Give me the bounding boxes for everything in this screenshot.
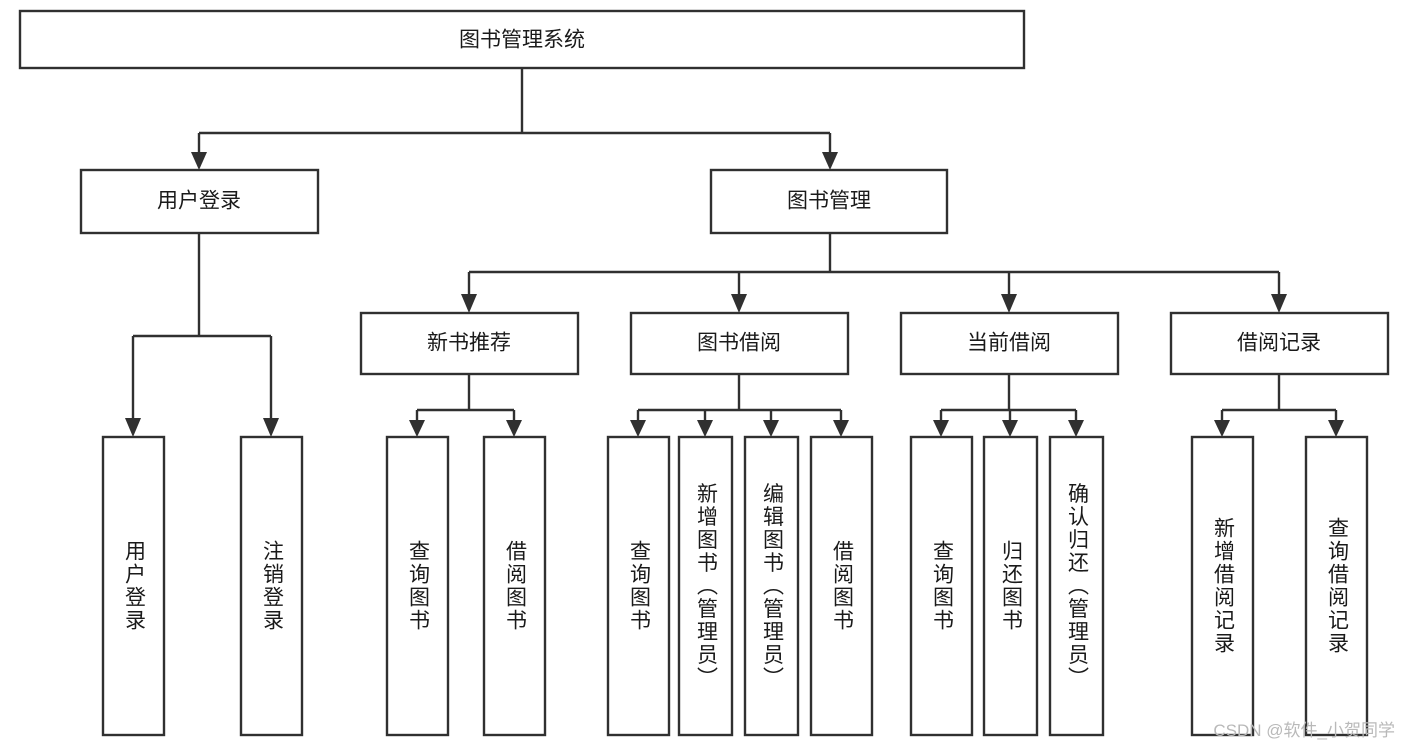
arrowhead-leaf-1 <box>125 418 141 437</box>
arrowhead-borrow-book <box>731 294 747 313</box>
node-new-book-recommend-label: 新书推荐 <box>427 332 511 355</box>
leaf-node-borrow-book-recommend-label: 借阅图书 <box>503 540 527 632</box>
node-borrow-record[interactable]: 借阅记录 <box>1169 311 1390 376</box>
node-new-book-recommend-box[interactable] <box>359 311 580 376</box>
arrowhead-new-book <box>461 294 477 313</box>
arrowhead-leaf-13 <box>1328 420 1344 437</box>
leaf-node-query-book-borrow-box[interactable] <box>606 435 671 737</box>
node-user-login-box[interactable] <box>79 168 320 235</box>
leaf-node-edit-book-admin[interactable]: 编辑图书（管理员） <box>743 435 800 737</box>
leaf-node-query-book-current-box[interactable] <box>909 435 974 737</box>
leaf-node-borrow-book[interactable]: 借阅图书 <box>809 435 874 737</box>
leaf-node-add-book-admin-box[interactable] <box>677 435 734 737</box>
leaf-node-query-borrow-record-box[interactable] <box>1304 435 1369 737</box>
arrowhead-leaf-4 <box>506 420 522 437</box>
node-book-management[interactable]: 图书管理 <box>709 168 949 235</box>
arrowhead-leaf-6 <box>697 420 713 437</box>
leaf-node-add-book-admin-label: 新增图书（管理员） <box>694 483 718 690</box>
leaf-node-user-login[interactable]: 用户登录 <box>101 435 166 737</box>
arrowhead-current-borrow <box>1001 294 1017 313</box>
arrowhead-leaf-11 <box>1068 420 1084 437</box>
node-book-management-box[interactable] <box>709 168 949 235</box>
leaf-node-return-book-box[interactable] <box>982 435 1039 737</box>
arrowhead-book-mgmt <box>822 152 838 170</box>
node-current-borrow[interactable]: 当前借阅 <box>899 311 1120 376</box>
leaf-node-borrow-book-label: 借阅图书 <box>830 540 854 632</box>
node-new-book-recommend[interactable]: 新书推荐 <box>359 311 580 376</box>
arrowhead-leaf-10 <box>1002 420 1018 437</box>
leaf-node-query-borrow-record-label: 查询借阅记录 <box>1325 517 1349 655</box>
leaf-node-add-borrow-record-label: 新增借阅记录 <box>1211 517 1235 655</box>
node-user-login[interactable]: 用户登录 <box>79 168 320 235</box>
watermark: CSDN @软件_小贺同学 <box>1213 721 1395 740</box>
leaf-node-query-book-current[interactable]: 查询图书 <box>909 435 974 737</box>
leaf-node-borrow-book-recommend[interactable]: 借阅图书 <box>482 435 547 737</box>
arrowhead-user-login <box>191 152 207 170</box>
leaf-node-return-book-label: 归还图书 <box>999 540 1023 632</box>
leaf-node-return-book[interactable]: 归还图书 <box>982 435 1039 737</box>
node-book-management-label: 图书管理 <box>787 190 871 213</box>
connectors-root-to-level2 <box>191 68 838 170</box>
leaf-node-logout-label: 注销登录 <box>260 540 284 632</box>
node-user-login-label: 用户登录 <box>157 190 241 213</box>
node-book-borrow[interactable]: 图书借阅 <box>629 311 850 376</box>
leaf-node-confirm-return-admin-box[interactable] <box>1048 435 1105 737</box>
connectors-borrowbook-to-leaves <box>630 374 849 437</box>
node-current-borrow-label: 当前借阅 <box>967 332 1051 355</box>
arrowhead-leaf-7 <box>763 420 779 437</box>
node-borrow-record-label: 借阅记录 <box>1237 332 1321 355</box>
node-root[interactable]: 图书管理系统 <box>18 9 1026 70</box>
leaf-node-edit-book-admin-label: 编辑图书（管理员） <box>760 483 784 690</box>
arrowhead-leaf-9 <box>933 420 949 437</box>
leaf-node-add-borrow-record-box[interactable] <box>1190 435 1255 737</box>
leaf-node-add-borrow-record[interactable]: 新增借阅记录 <box>1190 435 1255 737</box>
connectors-borrowrecord-to-leaves <box>1214 374 1344 437</box>
leaf-node-query-borrow-record[interactable]: 查询借阅记录 <box>1304 435 1369 737</box>
leaf-node-query-book-borrow[interactable]: 查询图书 <box>606 435 671 737</box>
leaf-node-borrow-book-recommend-box[interactable] <box>482 435 547 737</box>
node-root-box[interactable] <box>18 9 1026 70</box>
arrowhead-leaf-5 <box>630 420 646 437</box>
arrowhead-leaf-8 <box>833 420 849 437</box>
arrowhead-leaf-12 <box>1214 420 1230 437</box>
connectors-userlogin-to-leaves <box>125 233 279 437</box>
leaf-node-confirm-return-admin-label: 确认归还（管理员） <box>1065 483 1089 690</box>
connectors-bookmgmt-to-level3 <box>461 233 1287 313</box>
arrowhead-leaf-3 <box>409 420 425 437</box>
arrowhead-leaf-2 <box>263 418 279 437</box>
node-borrow-record-box[interactable] <box>1169 311 1390 376</box>
connectors-newbook-to-leaves <box>409 374 522 437</box>
node-root-label: 图书管理系统 <box>459 29 585 52</box>
leaf-node-borrow-book-box[interactable] <box>809 435 874 737</box>
node-book-borrow-label: 图书借阅 <box>697 332 781 355</box>
arrowhead-borrow-record <box>1271 294 1287 313</box>
leaf-node-query-book-current-label: 查询图书 <box>930 540 954 632</box>
leaf-node-add-book-admin[interactable]: 新增图书（管理员） <box>677 435 734 737</box>
leaf-node-logout-box[interactable] <box>239 435 304 737</box>
leaf-node-query-book-recommend-label: 查询图书 <box>406 540 430 632</box>
connectors-currentborrow-to-leaves <box>933 374 1084 437</box>
leaf-node-confirm-return-admin[interactable]: 确认归还（管理员） <box>1048 435 1105 737</box>
leaf-node-user-login-label: 用户登录 <box>122 540 146 632</box>
leaf-node-query-book-recommend[interactable]: 查询图书 <box>385 435 450 737</box>
node-current-borrow-box[interactable] <box>899 311 1120 376</box>
leaf-node-edit-book-admin-box[interactable] <box>743 435 800 737</box>
leaf-node-query-book-borrow-label: 查询图书 <box>627 540 651 632</box>
node-book-borrow-box[interactable] <box>629 311 850 376</box>
leaf-node-query-book-recommend-box[interactable] <box>385 435 450 737</box>
leaf-node-logout[interactable]: 注销登录 <box>239 435 304 737</box>
leaf-node-user-login-box[interactable] <box>101 435 166 737</box>
